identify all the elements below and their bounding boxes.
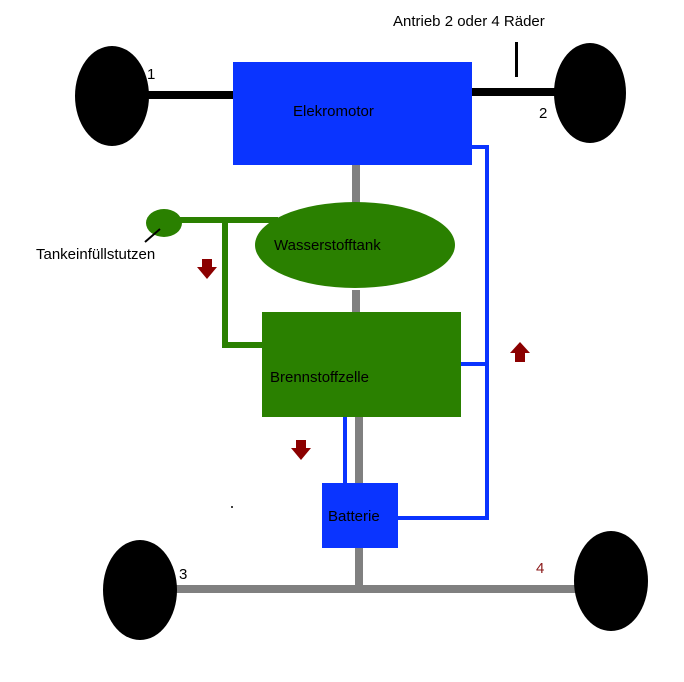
arrow-down-filler-icon <box>197 259 217 279</box>
wheel-1 <box>75 46 149 146</box>
motor-label: Elekromotor <box>293 103 374 120</box>
filler-label: Tankeinfüllstutzen <box>36 246 155 263</box>
battery-label: Batterie <box>328 508 380 525</box>
wheel-4-number: 4 <box>536 560 544 577</box>
motor-tank-shaft <box>352 163 360 208</box>
battery-box <box>322 483 398 548</box>
battery-rear-shaft <box>355 546 363 588</box>
tank-label: Wasserstofftank <box>274 237 381 254</box>
fuel-cell-box <box>262 312 461 417</box>
power-line-cell-battery <box>343 415 347 485</box>
wheel-3-number: 3 <box>179 566 187 583</box>
electric-motor-box <box>233 62 472 165</box>
arrow-up-power-icon <box>510 342 530 362</box>
wheel-1-number: 1 <box>147 66 155 83</box>
wheel-3 <box>103 540 177 640</box>
filler-label-pointer <box>144 228 161 243</box>
tank-cell-shaft <box>352 290 360 314</box>
front-left-axle <box>140 91 235 99</box>
power-line-motor-battery <box>396 145 489 520</box>
fuel-cell-label: Brennstoffzelle <box>270 369 369 386</box>
stray-dot <box>231 506 233 508</box>
drive-note-pointer <box>515 42 518 77</box>
arrow-down-cell-icon <box>291 440 311 460</box>
wheel-2-number: 2 <box>539 105 547 122</box>
drive-note-label: Antrieb 2 oder 4 Räder <box>393 13 545 30</box>
rear-axle <box>170 585 580 593</box>
hydrogen-feed-vertical <box>222 217 228 347</box>
wheel-2 <box>554 43 626 143</box>
hydrogen-tank <box>255 202 455 288</box>
filler-neck <box>146 209 182 237</box>
cell-battery-shaft <box>355 415 363 485</box>
hydrogen-feed-horizontal <box>222 342 264 348</box>
front-right-axle <box>470 88 560 96</box>
wheel-4 <box>574 531 648 631</box>
